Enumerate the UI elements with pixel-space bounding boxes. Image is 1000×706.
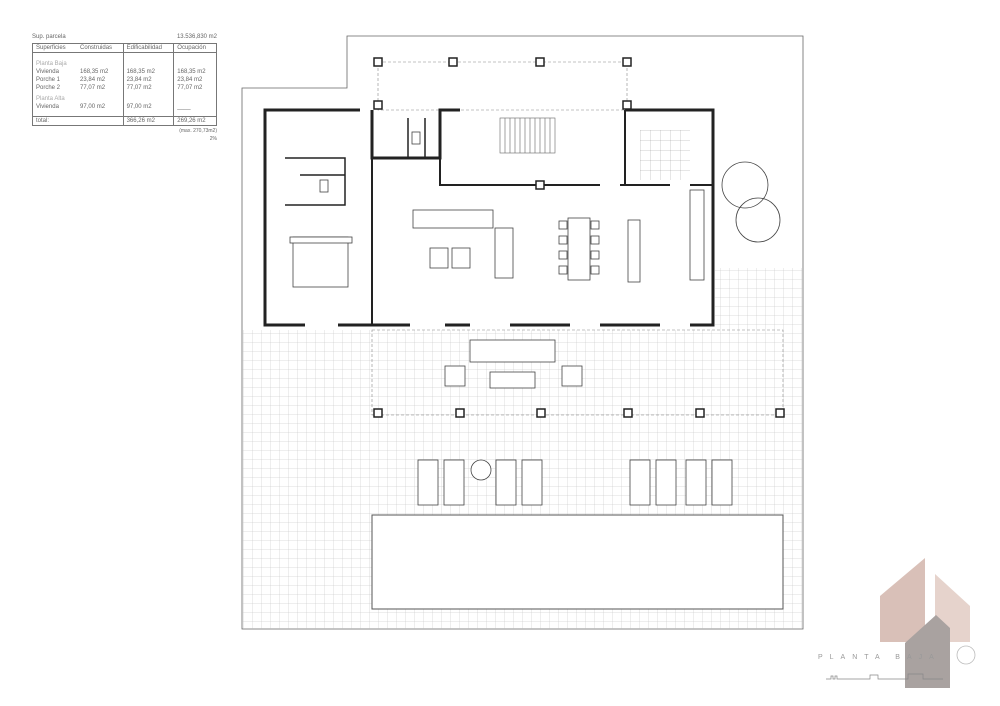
- pool: [371, 514, 784, 610]
- max-note: (max. 270,73m2): [179, 128, 217, 134]
- sun-lounger: [685, 459, 707, 506]
- plot-value: 13.536,830 m2: [176, 34, 217, 40]
- column: [373, 100, 383, 110]
- toilet: [319, 179, 329, 193]
- column: [775, 408, 785, 418]
- section-label: Planta Alta: [36, 96, 65, 102]
- stair: [499, 117, 556, 154]
- sun-lounger: [521, 459, 543, 506]
- sun-lounger: [495, 459, 517, 506]
- column: [536, 408, 546, 418]
- column: [622, 57, 632, 67]
- porch-sofa: [469, 339, 556, 363]
- sun-lounger: [443, 459, 465, 506]
- logo: [826, 558, 976, 688]
- dining-chair: [590, 250, 600, 260]
- sun-lounger: [711, 459, 733, 506]
- tree: [721, 161, 769, 209]
- bed: [292, 236, 349, 288]
- dining-chair: [590, 235, 600, 245]
- column: [695, 408, 705, 418]
- col-header: Superficies: [32, 43, 78, 53]
- living-sofa-side: [494, 227, 514, 279]
- column: [622, 100, 632, 110]
- deck-side: [715, 268, 803, 330]
- dining-chair: [558, 265, 568, 275]
- column: [448, 57, 458, 67]
- dining-chair: [590, 265, 600, 275]
- sun-lounger: [629, 459, 651, 506]
- column: [623, 408, 633, 418]
- sun-lounger: [655, 459, 677, 506]
- section-label: Planta Baja: [36, 61, 67, 67]
- dining-chair: [558, 235, 568, 245]
- kitchen-island: [627, 219, 641, 283]
- dining-chair: [558, 250, 568, 260]
- walls: [263, 108, 715, 327]
- col-header: Construidas: [77, 43, 124, 53]
- tree: [735, 197, 781, 243]
- armchair: [429, 247, 449, 269]
- living-sofa: [412, 209, 494, 229]
- pct-note: 2%: [209, 136, 217, 142]
- dining-table: [567, 217, 591, 281]
- side-table: [470, 459, 492, 481]
- dining-chair: [590, 220, 600, 230]
- dining-chair: [558, 220, 568, 230]
- columns: [373, 57, 785, 418]
- furniture: [289, 131, 781, 506]
- plan-title: PLANTA BAJA: [818, 654, 941, 661]
- column: [535, 57, 545, 67]
- kitchen-counter: [689, 189, 705, 281]
- column: [455, 408, 465, 418]
- col-header: Edificabilidad: [122, 43, 174, 53]
- kitchen-floor: [640, 130, 690, 180]
- column: [373, 408, 383, 418]
- porch-table: [489, 371, 536, 389]
- col-header: Ocupación: [173, 43, 217, 53]
- porch-2: [371, 329, 784, 416]
- plot-label: Sup. parcela: [32, 34, 66, 40]
- column: [373, 57, 383, 67]
- porch-chair: [444, 365, 466, 387]
- column: [535, 180, 545, 190]
- sun-lounger: [417, 459, 439, 506]
- porch-1: [377, 61, 628, 111]
